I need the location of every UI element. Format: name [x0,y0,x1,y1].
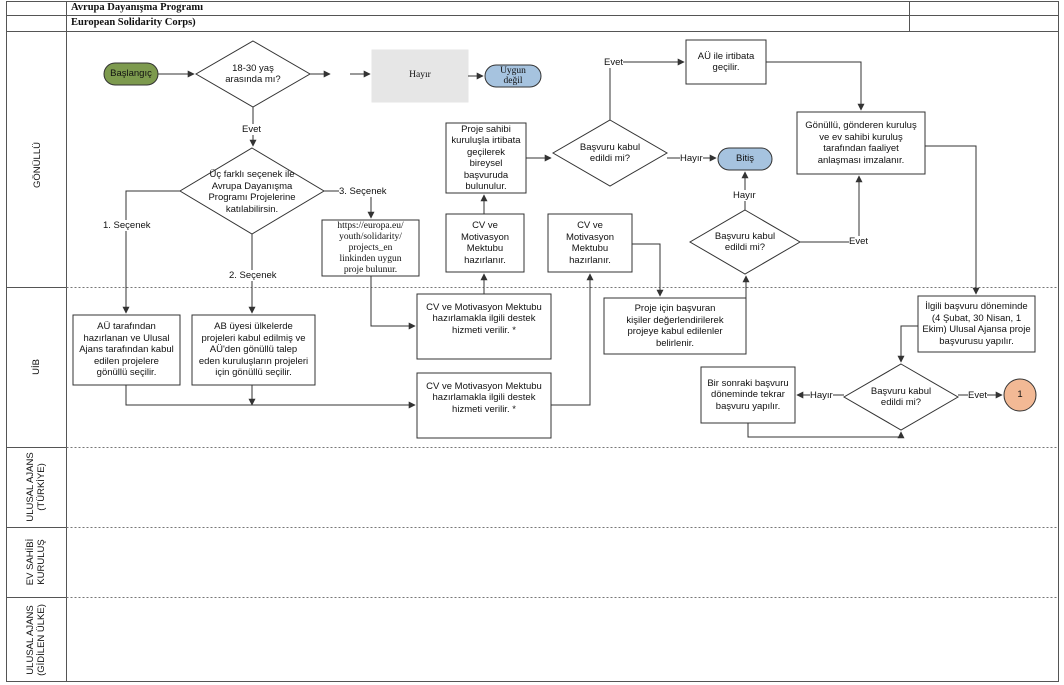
edge-label-option2: 2. Seçenek [229,270,277,281]
cv-box-1 [445,213,525,273]
au-projects-box [72,314,181,386]
contact-host-text: Proje sahibi kuruluşla irtibata geçilere… [451,123,521,193]
evaluate-text: Proje için başvuran kişiler değerlendiri… [626,303,724,349]
lane-label-gonullu: GÖNÜLLÜ [31,142,43,188]
accept-decision-3-text: Başvuru kabul edildi mi? [870,385,932,409]
header-title-tr: Avrupa Dayanışma Programı [71,2,204,13]
url-box-text: https://europa.eu/ youth/solidarity/ pro… [337,220,404,275]
cv-support-box-2 [416,372,552,439]
edge-label-yes1: Evet [604,57,624,68]
cv-box-1-text: CV ve Motivasyon Mektubu hazırlanır. [460,220,510,266]
accept-decision-diamond-2 [689,209,801,275]
accept-decision-diamond-1 [552,119,668,187]
contact-host-box [445,122,527,194]
cv-support-1-text: CV ve Motivasyon Mektubu hazırlamakla il… [426,301,542,336]
edge-label-no1: Hayır [680,153,703,164]
options-decision-text: Üç farklı seçenek ile Avrupa Dayanışma P… [208,169,296,215]
accept-decision-1-text: Başvuru kabul edildi mi? [579,141,641,165]
evaluate-box [603,297,747,355]
au-projects-text: AÜ tarafından hazırlanan ve Ulusal Ajans… [79,321,174,379]
header-table [6,1,1059,682]
end-terminal [717,147,773,171]
start-label: Başlangıç [110,68,152,80]
accept-decision-2-text: Başvuru kabul edildi mi? [714,230,776,254]
edge-label-no3: Hayır [810,390,833,401]
next-period-text: Bir sonraki başvuru döneminde tekrar baş… [707,377,789,412]
na-apply-text: İlgili başvuru döneminde (4 Şubat, 30 Ni… [922,301,1031,347]
header-title-en: European Solidarity Corps) [71,17,196,28]
not-eligible-text: Uygun değil [500,66,526,86]
na-apply-box [917,295,1036,353]
lane-label-uib: UİB [30,359,42,375]
lane-label-ev-sahibi: EV SAHİBİ KURULUŞ [25,538,47,586]
url-box [321,219,420,277]
edge-label-yes3: Evet [968,390,988,401]
lane-label-ulusal-ajans-tr: ULUSAL AJANS (TÜRKİYE) [25,452,47,522]
ab-projects-text: AB üyesi ülkelerde projeleri kabul edilm… [198,321,309,379]
swimlane-separators [6,287,1059,598]
edge-label-yes2: Evet [849,236,869,247]
lane-label-ulusal-ajans-gidilen: ULUSAL AJANS (GİDİLEN ÜLKE) [25,604,47,676]
no-box [371,49,469,103]
age-decision-text: 18-30 yaş arasında mı? [225,62,281,86]
accept-decision-diamond-3 [843,363,959,431]
cv-box-2 [547,213,633,273]
connector-circle [1003,378,1037,412]
cv-support-2-text: CV ve Motivasyon Mektubu hazırlamakla il… [426,380,542,415]
cv-box-2-text: CV ve Motivasyon Mektubu hazırlanır. [565,220,615,266]
edge-label-no2: Hayır [733,190,756,201]
agreement-text: Gönüllü, gönderen kuruluş ve ev sahibi k… [805,120,917,166]
edge-label-option3: 3. Seçenek [339,186,387,197]
connector-label: 1 [1017,389,1023,401]
edge-label-option1: 1. Seçenek [103,220,151,231]
ab-projects-box [191,314,316,386]
no-box-text: Hayır [409,70,431,81]
agreement-box [796,111,926,175]
end-label: Bitiş [736,153,754,165]
contact-au-box [685,39,767,85]
not-eligible-terminal [484,64,542,88]
contact-au-text: AÜ ile irtibata geçilir. [697,50,755,74]
edge-label-yes-age: Evet [242,124,262,135]
